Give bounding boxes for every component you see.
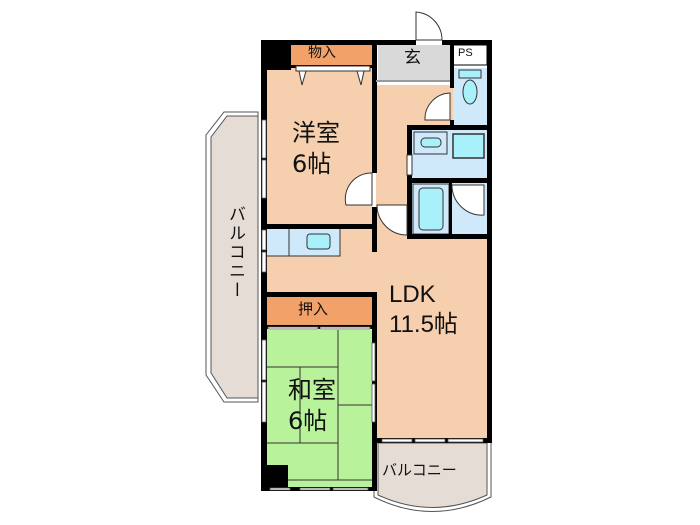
pipe-space-label: PS [458,47,473,59]
bathtub-icon [412,183,450,235]
entrance-fill [378,45,450,80]
doors [344,11,485,236]
japanese-room-size: 6帖 [288,407,328,435]
toilet-icon [458,69,482,105]
western-room-name: 洋室 [292,119,340,147]
windows [261,119,484,491]
washing-machine-icon [452,133,485,159]
entrance-label: 玄 [404,48,421,68]
ldk-name: LDK [389,281,436,308]
kitchen-counter [265,227,341,257]
balcony-right-label: バルコニー [382,461,457,479]
oshiire-fill [266,297,372,327]
oshiire-label: 押入 [298,300,329,318]
western-room-size: 6帖 [292,150,332,178]
washbasin-icon [413,131,448,155]
ldk-size: 11.5帖 [389,311,458,338]
balcony-right [373,440,492,512]
japanese-room-name: 和室 [288,376,336,404]
balcony-left [205,111,259,403]
japanese-room-fill [266,330,372,488]
closet-top-fill [290,45,374,65]
closet-doors [295,65,371,86]
balcony-left-label: バルコニー [225,205,245,300]
kitchen-sink-icon [306,233,331,250]
closet-top-label: 物入 [308,45,336,61]
